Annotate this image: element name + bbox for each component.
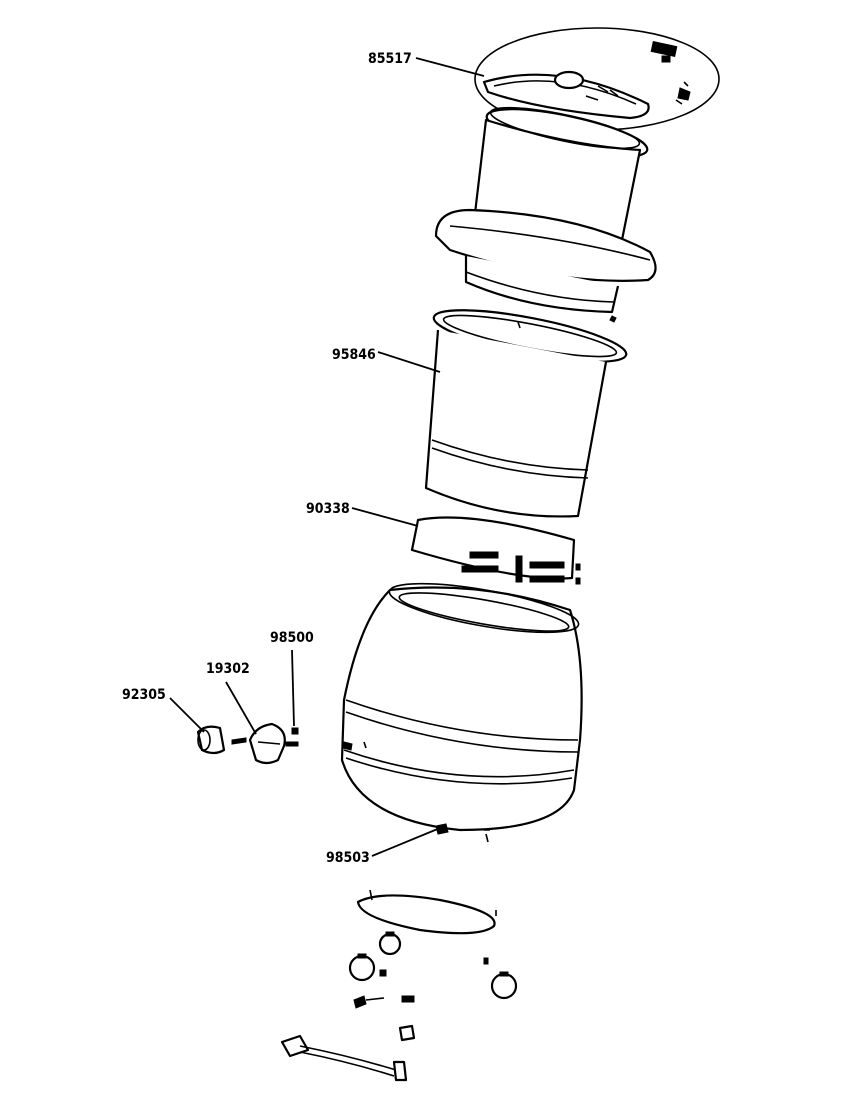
callout-95846: 95846	[332, 347, 376, 363]
switch-cap-part	[196, 725, 226, 755]
rocker-switch-part	[231, 722, 299, 765]
lid-assembly	[474, 27, 720, 131]
callout-98500: 98500	[270, 630, 314, 646]
leader-lines	[169, 57, 485, 857]
outer-housing	[340, 582, 583, 832]
heater-band	[410, 516, 581, 585]
power-cord	[280, 1024, 416, 1082]
base-screw-part	[435, 823, 490, 843]
callout-92305: 92305	[122, 687, 166, 703]
inner-pot	[424, 309, 628, 518]
callout-90338: 90338	[306, 501, 350, 517]
rubber-feet	[348, 931, 518, 1000]
small-fasteners	[353, 995, 415, 1009]
callout-19302: 19302	[206, 661, 250, 677]
base-plate	[356, 889, 497, 935]
housing-collar	[434, 208, 657, 323]
callout-85517: 85517	[368, 51, 412, 67]
switch-screw-part	[291, 727, 299, 735]
callout-98503: 98503	[326, 850, 370, 866]
